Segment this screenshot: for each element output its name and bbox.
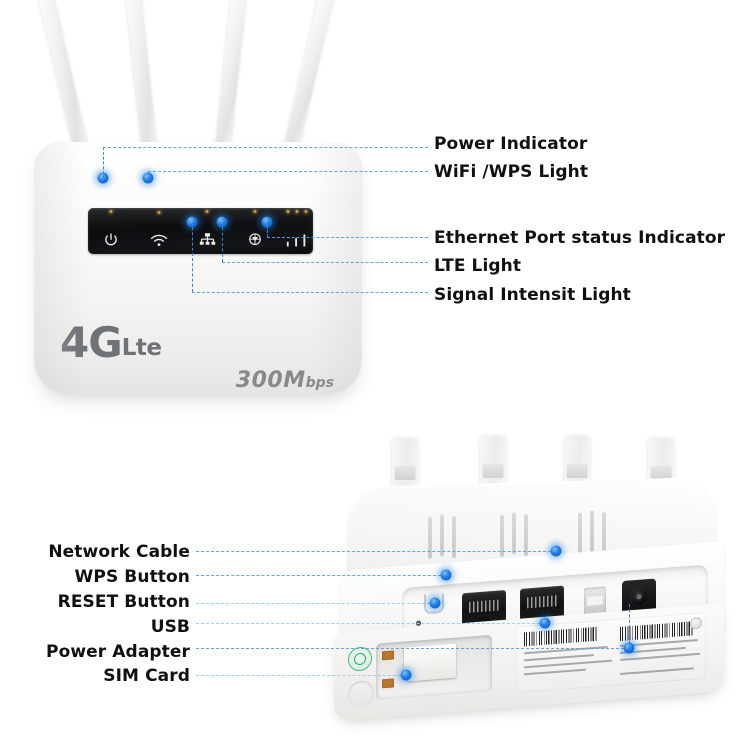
- callout-line-signal-h: [267, 237, 428, 238]
- label-lte-light: LTE Light: [434, 256, 522, 276]
- callout-line-sim: [196, 675, 406, 676]
- callout-line-network-cable: [196, 551, 556, 552]
- vent-slot: [590, 510, 594, 553]
- led-power: [96, 210, 126, 248]
- callout-line-ethernet-h: [192, 292, 428, 293]
- callout-line-wifi-v: [148, 171, 149, 179]
- callout-line-power-adapter: [196, 648, 629, 649]
- callout-dot-wps: [440, 569, 452, 581]
- label-reset-button: RESET Button: [57, 592, 190, 612]
- antenna-front-3: [214, 0, 248, 161]
- antenna-hinge-1: [394, 466, 416, 480]
- antenna-front-2: [124, 0, 158, 161]
- callout-line-signal-v: [267, 222, 268, 237]
- wifi-icon: [150, 234, 168, 246]
- label-wifi-wps-light: WiFi /WPS Light: [434, 162, 589, 182]
- power-icon: [105, 233, 117, 246]
- sim-card-slot[interactable]: [376, 634, 492, 700]
- led-lte: [240, 210, 270, 248]
- antenna-front-4: [281, 0, 336, 162]
- label-text-line: [620, 667, 694, 675]
- sim-notch-top: [382, 650, 394, 661]
- label-signal-intensity: Signal Intensit Light: [434, 285, 631, 305]
- led-signal: [284, 210, 310, 248]
- signal-bars-icon: [286, 234, 306, 247]
- label-wps-button: WPS Button: [74, 567, 190, 587]
- rubber-foot: [348, 679, 374, 708]
- vent-slot: [524, 514, 528, 557]
- label-usb: USB: [150, 617, 190, 637]
- led-wifi: [144, 211, 174, 248]
- speed-rating: 300Mbps: [236, 368, 334, 393]
- label-power-adapter: Power Adapter: [46, 642, 190, 662]
- router-front-body: 4GLte 300Mbps: [34, 142, 362, 394]
- callout-line-ethernet-v: [192, 222, 193, 292]
- indicator-led-panel: [88, 208, 313, 254]
- callout-dot-network-cable: [550, 545, 562, 557]
- certification-seal: [348, 646, 372, 672]
- callout-dot-reset: [429, 597, 441, 609]
- barcode-left: [620, 621, 694, 641]
- led-dot-power: [109, 210, 113, 213]
- front-view-group: 4GLte 300Mbps: [28, 0, 368, 396]
- label-text-line: [524, 653, 594, 662]
- led-ethernet: [192, 210, 222, 248]
- callout-line-power-v: [103, 147, 104, 179]
- callout-dot-sim: [400, 669, 412, 681]
- barcode-right: [524, 626, 598, 647]
- label-text-line: [620, 652, 700, 661]
- back-view-group: [330, 430, 750, 750]
- speed-unit: bps: [305, 375, 334, 391]
- speed-value: 300M: [235, 368, 306, 393]
- sim-card[interactable]: [404, 643, 456, 682]
- lte-globe-icon: [249, 233, 261, 246]
- callout-dot-usb: [539, 617, 551, 629]
- label-network-cable: Network Cable: [48, 542, 190, 562]
- callout-line-lte-h: [222, 262, 428, 263]
- callout-line-lte-v: [222, 222, 223, 262]
- sim-notch-bottom: [382, 678, 394, 689]
- label-sim-card: SIM Card: [103, 666, 190, 686]
- callout-line-power-adapter-v: [629, 604, 630, 649]
- label-text-line: [524, 668, 586, 676]
- vent-slot: [512, 512, 516, 555]
- vent-slot: [428, 516, 432, 559]
- led-dot-signal-3: [304, 210, 308, 213]
- ethernet-icon: [199, 233, 215, 245]
- label-ethernet-status: Ethernet Port status Indicator: [434, 228, 726, 248]
- callout-line-usb: [196, 623, 545, 624]
- vent-slot: [602, 511, 606, 555]
- callout-line-wifi-h: [148, 171, 428, 172]
- antenna-hinge-4: [650, 466, 672, 480]
- led-dot-lte: [253, 210, 257, 213]
- antenna-hinge-3: [566, 464, 588, 478]
- label-power-indicator: Power Indicator: [434, 134, 588, 154]
- led-dot-wifi: [157, 211, 161, 214]
- vent-slot: [578, 512, 582, 555]
- brand-primary: 4G: [60, 318, 123, 367]
- callout-line-wps: [196, 575, 446, 576]
- brand-logo: 4GLte: [60, 318, 162, 367]
- brand-secondary: Lte: [121, 335, 162, 361]
- antenna-hinge-2: [482, 464, 504, 478]
- callout-line-reset: [196, 603, 435, 604]
- antenna-front-1: [36, 0, 91, 162]
- led-dot-signal-2: [295, 210, 299, 213]
- led-dot-ethernet: [205, 210, 209, 213]
- callout-line-power-h: [103, 147, 428, 148]
- led-dot-signal-1: [286, 210, 290, 213]
- label-text-line: [524, 659, 612, 669]
